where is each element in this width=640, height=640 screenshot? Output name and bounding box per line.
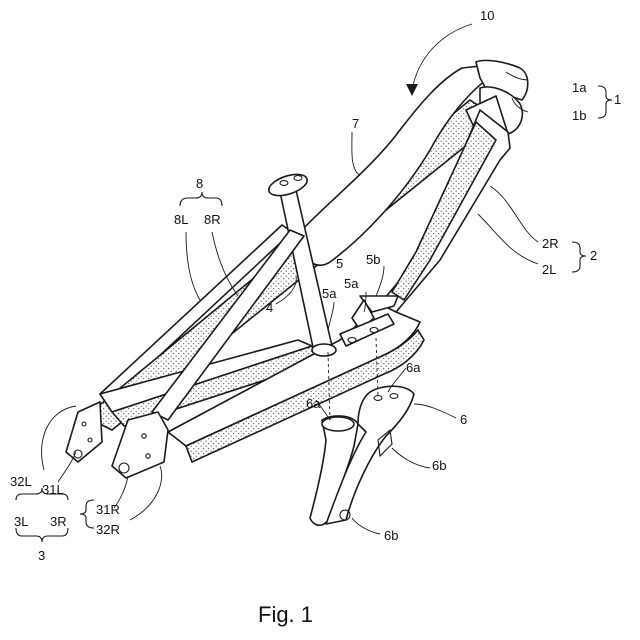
label-bracket-b1: 6b xyxy=(432,458,446,473)
label-dropout-group: 3 xyxy=(38,548,45,563)
label-chainstay-l: 2L xyxy=(542,262,556,277)
label-dropout-l: 3L xyxy=(14,514,28,529)
label-seatstay-l: 8L xyxy=(174,212,188,227)
arrowhead-icon xyxy=(406,84,418,96)
label-head-b: 1b xyxy=(572,108,586,123)
label-frame: 10 xyxy=(480,8,494,23)
label-bracket-b2: 6b xyxy=(384,528,398,543)
label-bracket-a1: 6a xyxy=(406,360,421,375)
label-top-tube: 7 xyxy=(352,116,359,131)
label-bracket-a2: 6a xyxy=(306,396,321,411)
dropout-left xyxy=(66,402,102,462)
label-head-group: 1 xyxy=(614,92,621,107)
label-chainstay-group: 2 xyxy=(590,248,597,263)
label-dropout-31l: 31L xyxy=(42,482,64,497)
label-dropout-32l: 32L xyxy=(10,474,32,489)
label-mount: 5 xyxy=(336,256,343,271)
label-dropout-31r: 31R xyxy=(96,502,120,517)
label-head-a: 1a xyxy=(572,80,587,95)
label-mount-a2: 5a xyxy=(344,276,359,291)
label-mount-b: 5b xyxy=(366,252,380,267)
bracket-part xyxy=(310,386,414,525)
label-seatstay-r: 8R xyxy=(204,212,221,227)
label-chainstay-r: 2R xyxy=(542,236,559,251)
label-seat-tube: 4 xyxy=(266,300,273,315)
label-mount-a1: 5a xyxy=(322,286,337,301)
figure-caption: Fig. 1 xyxy=(258,602,313,627)
label-bracket: 6 xyxy=(460,412,467,427)
label-seatstay-group: 8 xyxy=(196,176,203,191)
label-dropout-r: 3R xyxy=(50,514,67,529)
label-dropout-32r: 32R xyxy=(96,522,120,537)
